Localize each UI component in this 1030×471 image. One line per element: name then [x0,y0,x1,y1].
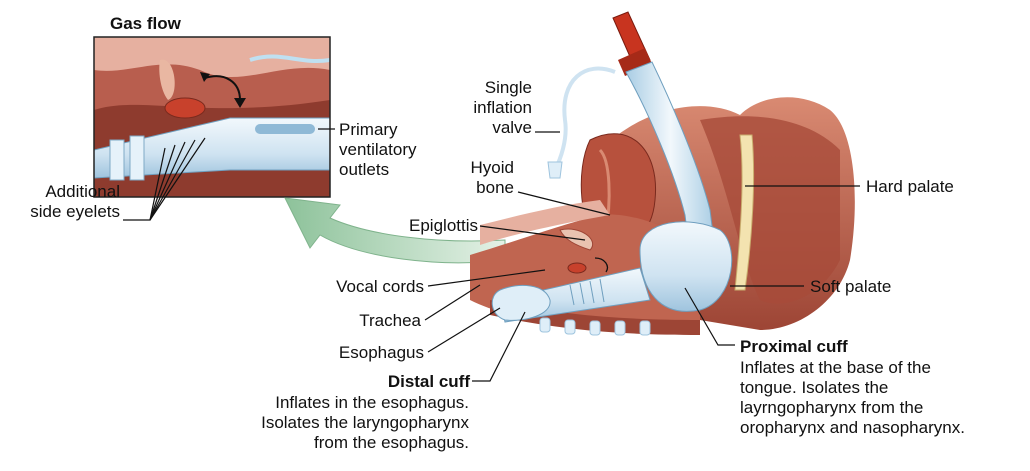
vocal-cords-label: Vocal cords [290,277,424,297]
gas-flow-inset [94,37,330,197]
gas-flow-title: Gas flow [110,14,181,34]
proximal-cuff-description: Inflates at the base of the tongue. Isol… [740,358,965,438]
hard-palate-label: Hard palate [866,177,954,197]
esophagus-label: Esophagus [290,343,424,363]
distal-cuff-title: Distal cuff [320,372,470,392]
trachea-label: Trachea [300,311,421,331]
epiglottis-label: Epiglottis [360,216,478,236]
distal-cuff-description: Inflates in the esophagus. Isolates the … [240,393,469,453]
side-eyelets-label: Additional side eyelets [0,182,120,222]
soft-palate-label: Soft palate [810,277,891,297]
inflation-valve-label: Single inflation valve [430,78,532,138]
hyoid-bone-label: Hyoid bone [440,158,514,198]
primary-outlets-label: Primary ventilatory outlets [339,120,416,180]
proximal-cuff-title: Proximal cuff [740,337,848,357]
